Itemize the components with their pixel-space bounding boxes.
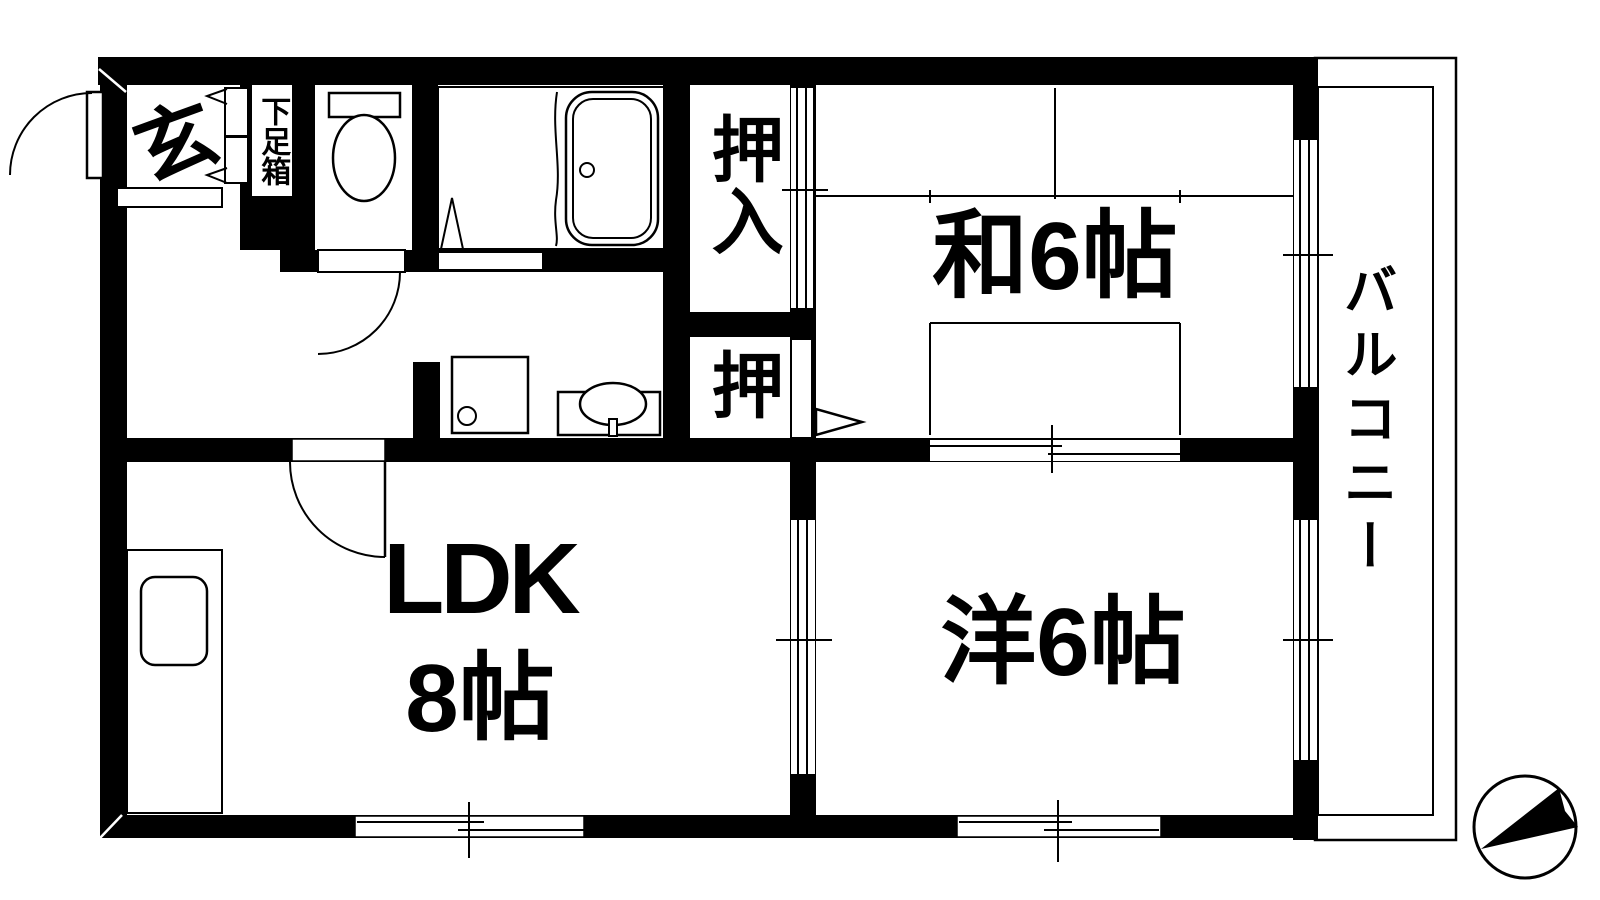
bathtub-icon [564,90,660,247]
wall-toilet-right [412,85,438,250]
room-label-ldk: LDK [383,523,581,635]
shoe-box-label: 下足箱 [252,85,292,196]
bathroom-outline [437,86,665,250]
wash-basin-icon [556,381,662,437]
room-label-genkan: 玄 [123,87,229,199]
room-label-washitsu: 和6帖 [932,203,1178,310]
wall-hall-stub [413,362,440,438]
wall-bath-right [663,85,690,438]
north-compass-icon [1472,774,1578,880]
wall-bottom [100,815,1318,838]
wall-right [1293,57,1318,840]
room-label-ldk-size: 8帖 [405,645,555,752]
room-label-balcony: バルコニー [1335,262,1396,582]
wall-top [98,57,1318,85]
room-label-oshi: 押 [700,348,781,420]
kitchen-counter [126,549,223,814]
room-label-oshiire: 押入 [700,112,781,256]
room-label-youshitsu: 洋6帖 [940,589,1186,696]
toilet-icon [327,91,402,203]
washing-machine-pan-icon [450,355,530,435]
entrance-door[interactable] [9,90,105,180]
wall-center-column [790,85,816,815]
wall-toilet-bath-bottom [280,250,663,272]
wall-middle-horizontal [100,438,1293,462]
